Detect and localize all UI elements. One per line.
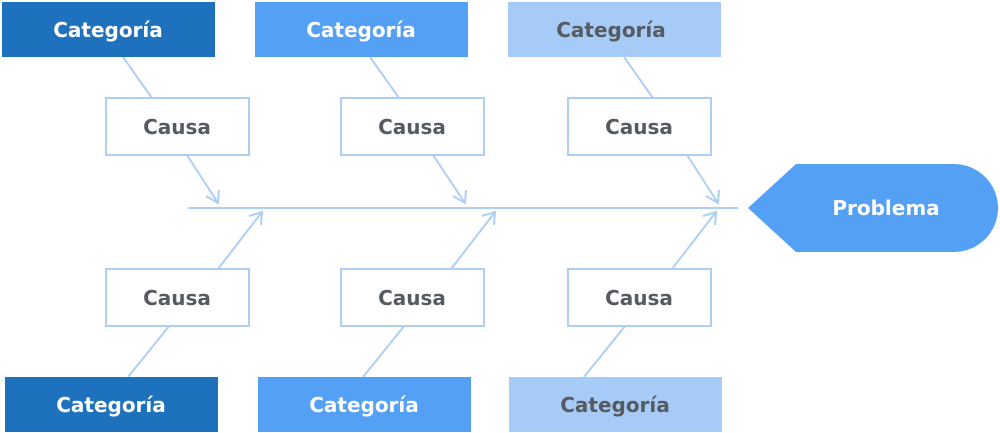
top-category-box-3[interactable]: Categoría (508, 2, 721, 57)
problem-head[interactable]: Problema (748, 164, 998, 252)
top-arrow-2 (432, 154, 466, 204)
bottom-arrowhead-3 (702, 210, 718, 226)
bottom-cause-rect-2 (340, 268, 485, 327)
top-arrowhead-3 (705, 189, 720, 205)
bottom-branch-1: Categoría Causa (5, 210, 264, 432)
top-category-box-2[interactable]: Categoría (255, 2, 468, 57)
top-branch-3: Categoría Causa (508, 2, 721, 205)
bottom-category-box-3[interactable]: Categoría (509, 377, 722, 432)
problem-label: Problema (832, 196, 939, 220)
top-cause-label-2: Causa (378, 115, 446, 139)
top-cause-rect-2 (340, 97, 485, 156)
bottom-cause-label-3: Causa (605, 286, 673, 310)
top-cause-box-2[interactable]: Causa (340, 97, 485, 156)
bottom-category-box-1[interactable]: Categoría (5, 377, 218, 432)
bottom-branch-3: Categoría Causa (509, 210, 722, 432)
bottom-branch-2: Categoría Causa (258, 210, 497, 432)
top-arrow-3 (686, 154, 719, 204)
bottom-connector-2 (362, 324, 406, 378)
bottom-category-label-3: Categoría (560, 393, 670, 417)
top-category-rect-2 (255, 2, 468, 57)
bottom-cause-rect-3 (567, 268, 712, 327)
top-cause-rect-3 (567, 97, 712, 156)
top-branch-1: Categoría Causa (2, 2, 250, 205)
top-arrow-1 (186, 154, 219, 204)
bottom-category-label-2: Categoría (309, 393, 419, 417)
top-category-label-2: Categoría (306, 18, 416, 42)
top-cause-label-3: Causa (605, 115, 673, 139)
top-connector-3 (623, 56, 654, 99)
top-cause-box-1[interactable]: Causa (105, 97, 250, 156)
bottom-category-box-2[interactable]: Categoría (258, 377, 471, 432)
top-connector-1 (122, 56, 153, 99)
bottom-cause-box-3[interactable]: Causa (567, 268, 712, 327)
top-category-label-3: Categoría (556, 18, 666, 42)
top-cause-box-3[interactable]: Causa (567, 97, 712, 156)
top-cause-label-1: Causa (143, 115, 211, 139)
bottom-arrowhead-1 (248, 210, 264, 226)
bottom-category-rect-3 (509, 377, 722, 432)
bottom-cause-box-2[interactable]: Causa (340, 268, 485, 327)
top-arrowhead-1 (205, 189, 220, 205)
top-connector-2 (369, 56, 400, 99)
top-category-rect-1 (2, 2, 215, 57)
bottom-category-label-1: Categoría (56, 393, 166, 417)
bottom-arrowhead-2 (481, 210, 497, 226)
bottom-connector-3 (583, 324, 627, 378)
bottom-cause-label-2: Causa (378, 286, 446, 310)
top-category-label-1: Categoría (53, 18, 163, 42)
bottom-arrow-3 (671, 211, 717, 270)
bottom-cause-label-1: Causa (143, 286, 211, 310)
bottom-cause-rect-1 (105, 268, 250, 327)
bottom-category-rect-2 (258, 377, 471, 432)
problem-shape (748, 164, 998, 252)
top-cause-rect-1 (105, 97, 250, 156)
top-branch-2: Categoría Causa (255, 2, 485, 205)
top-category-box-1[interactable]: Categoría (2, 2, 215, 57)
top-category-rect-3 (508, 2, 721, 57)
bottom-cause-box-1[interactable]: Causa (105, 268, 250, 327)
bottom-arrow-1 (217, 211, 263, 270)
bottom-connector-1 (127, 324, 171, 378)
bottom-category-rect-1 (5, 377, 218, 432)
bottom-arrow-2 (450, 211, 496, 270)
top-arrowhead-2 (452, 189, 467, 205)
